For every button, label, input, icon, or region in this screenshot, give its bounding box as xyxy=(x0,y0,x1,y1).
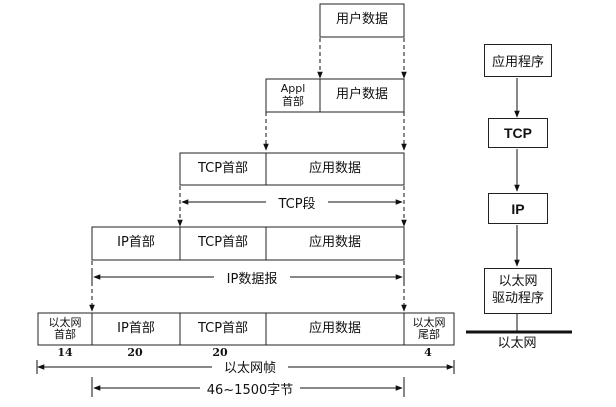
tcp-header-size: 20 xyxy=(212,346,228,359)
stack-tcp-box: TCP xyxy=(488,118,548,148)
eth-row xyxy=(37,312,455,346)
stack-ip-label: IP xyxy=(511,200,525,217)
appl-row xyxy=(265,78,405,113)
eth-trailer-size: 4 xyxy=(424,346,432,359)
tcp-row xyxy=(179,152,405,186)
stack-application-box: 应用程序 xyxy=(484,44,552,77)
tcp-header-label: TCP首部 xyxy=(197,160,249,176)
appl-header-label: Appl 首部 xyxy=(280,82,306,108)
stack-application-label: 应用程序 xyxy=(491,55,544,70)
stack-ethernet-label: 以太网 xyxy=(497,335,537,351)
ip-tcp-header-label: TCP首部 xyxy=(197,235,249,251)
tcp-segment-label: TCP段 xyxy=(266,193,328,212)
appl-user-data-label: 用户数据 xyxy=(335,87,388,103)
eth-header-size: 14 xyxy=(57,346,73,359)
user-data-box xyxy=(319,3,405,38)
user-data-label: 用户数据 xyxy=(335,12,388,28)
eth-app-data-label: 应用数据 xyxy=(308,320,361,336)
frame-range-label: 46~1500字节 xyxy=(200,379,300,398)
ip-header-size: 20 xyxy=(127,346,143,359)
stack-driver-box: 以太网 驱动程序 xyxy=(484,268,552,314)
eth-trailer-label: 以太网 尾部 xyxy=(412,315,446,341)
stack-tcp-label: TCP xyxy=(504,125,532,141)
eth-header-label: 以太网 首部 xyxy=(48,315,82,341)
tcp-app-data-label: 应用数据 xyxy=(308,160,361,176)
eth-tcp-header-label: TCP首部 xyxy=(197,320,249,336)
eth-ip-header-label: IP首部 xyxy=(117,320,155,336)
ethernet-frame-label: 以太网帧 xyxy=(212,357,288,376)
ip-app-data-label: 应用数据 xyxy=(308,235,361,251)
stack-ip-box: IP xyxy=(488,193,548,224)
stack-driver-label: 以太网 驱动程序 xyxy=(491,274,544,306)
ip-header-label: IP首部 xyxy=(117,235,155,251)
ip-row xyxy=(91,226,405,261)
ip-datagram-label: IP数据报 xyxy=(214,268,290,287)
